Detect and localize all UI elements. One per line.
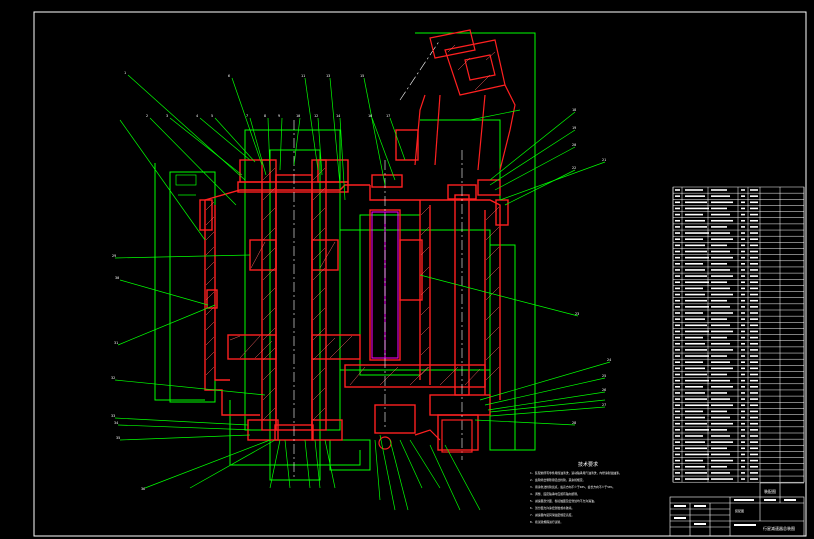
- title-block-sub-title: 装配图: [735, 508, 744, 513]
- svg-text:12: 12: [314, 114, 318, 118]
- title-block: 装配图 行星减速器总装图 装配图: [669, 482, 805, 537]
- svg-text:4: 4: [196, 114, 198, 118]
- svg-text:21: 21: [602, 158, 606, 162]
- svg-text:28: 28: [572, 421, 576, 425]
- svg-text:16: 16: [368, 114, 372, 118]
- title-block-heading: 装配图: [764, 488, 776, 494]
- svg-text:22: 22: [572, 166, 576, 170]
- svg-text:20: 20: [572, 143, 576, 147]
- tech-req-line: 7. 减速器内装润滑油至规定高度。: [530, 513, 574, 517]
- sheet-border: [33, 11, 807, 537]
- svg-text:9: 9: [278, 114, 280, 118]
- svg-text:23: 23: [575, 312, 579, 316]
- svg-text:2: 2: [146, 114, 148, 118]
- svg-text:17: 17: [386, 114, 390, 118]
- svg-text:8: 8: [264, 114, 266, 118]
- svg-text:34: 34: [114, 421, 118, 425]
- svg-text:5: 5: [211, 114, 213, 118]
- svg-text:7: 7: [246, 114, 248, 118]
- tech-req-line: 5. 减速器剖分面、各接触面及密封处均不允许漏油。: [530, 499, 597, 503]
- svg-text:33: 33: [111, 414, 115, 418]
- svg-text:26: 26: [602, 388, 606, 392]
- svg-text:32: 32: [111, 376, 115, 380]
- tech-req-line: 4. 调整、固定轴承时应留有轴向游隙。: [530, 492, 580, 496]
- tech-req-title: 技术要求: [578, 461, 598, 468]
- tech-req-line: 6. 剖分面允许涂密封胶或水玻璃。: [530, 506, 574, 510]
- svg-text:24: 24: [607, 358, 611, 362]
- svg-text:6: 6: [228, 74, 230, 78]
- tech-req-line: 1. 装配前所有零件用煤油清洗，滚动轴承用汽油清洗，内壁涂耐油油漆。: [530, 471, 622, 475]
- svg-text:27: 27: [602, 403, 606, 407]
- svg-text:19: 19: [572, 126, 576, 130]
- svg-text:18: 18: [572, 108, 576, 112]
- svg-text:36: 36: [141, 487, 145, 491]
- svg-text:30: 30: [115, 276, 119, 280]
- svg-text:13: 13: [326, 74, 330, 78]
- svg-text:14: 14: [336, 114, 340, 118]
- tech-req-line: 2. 齿轮啮合侧隙用铅丝检验，其余按规定。: [530, 478, 585, 482]
- svg-text:11: 11: [301, 74, 305, 78]
- title-block-main-title: 行星减速器总装图: [763, 525, 795, 531]
- svg-text:35: 35: [116, 436, 120, 440]
- svg-text:15: 15: [360, 74, 364, 78]
- technical-requirements: 技术要求 1. 装配前所有零件用煤油清洗，滚动轴承用汽油清洗，内壁涂耐油油漆。 …: [530, 461, 622, 524]
- svg-text:10: 10: [296, 114, 300, 118]
- svg-text:31: 31: [114, 341, 118, 345]
- svg-text:29: 29: [112, 254, 116, 258]
- parts-list-table: [672, 186, 805, 483]
- svg-text:1: 1: [124, 71, 126, 75]
- svg-text:25: 25: [602, 374, 606, 378]
- tech-req-line: 8. 按试验规程进行试验。: [530, 520, 563, 524]
- svg-text:3: 3: [166, 114, 168, 118]
- tech-req-line: 3. 用涂色法检验斑点，齿高方向不少于40%，齿长方向不少于50%。: [530, 485, 615, 489]
